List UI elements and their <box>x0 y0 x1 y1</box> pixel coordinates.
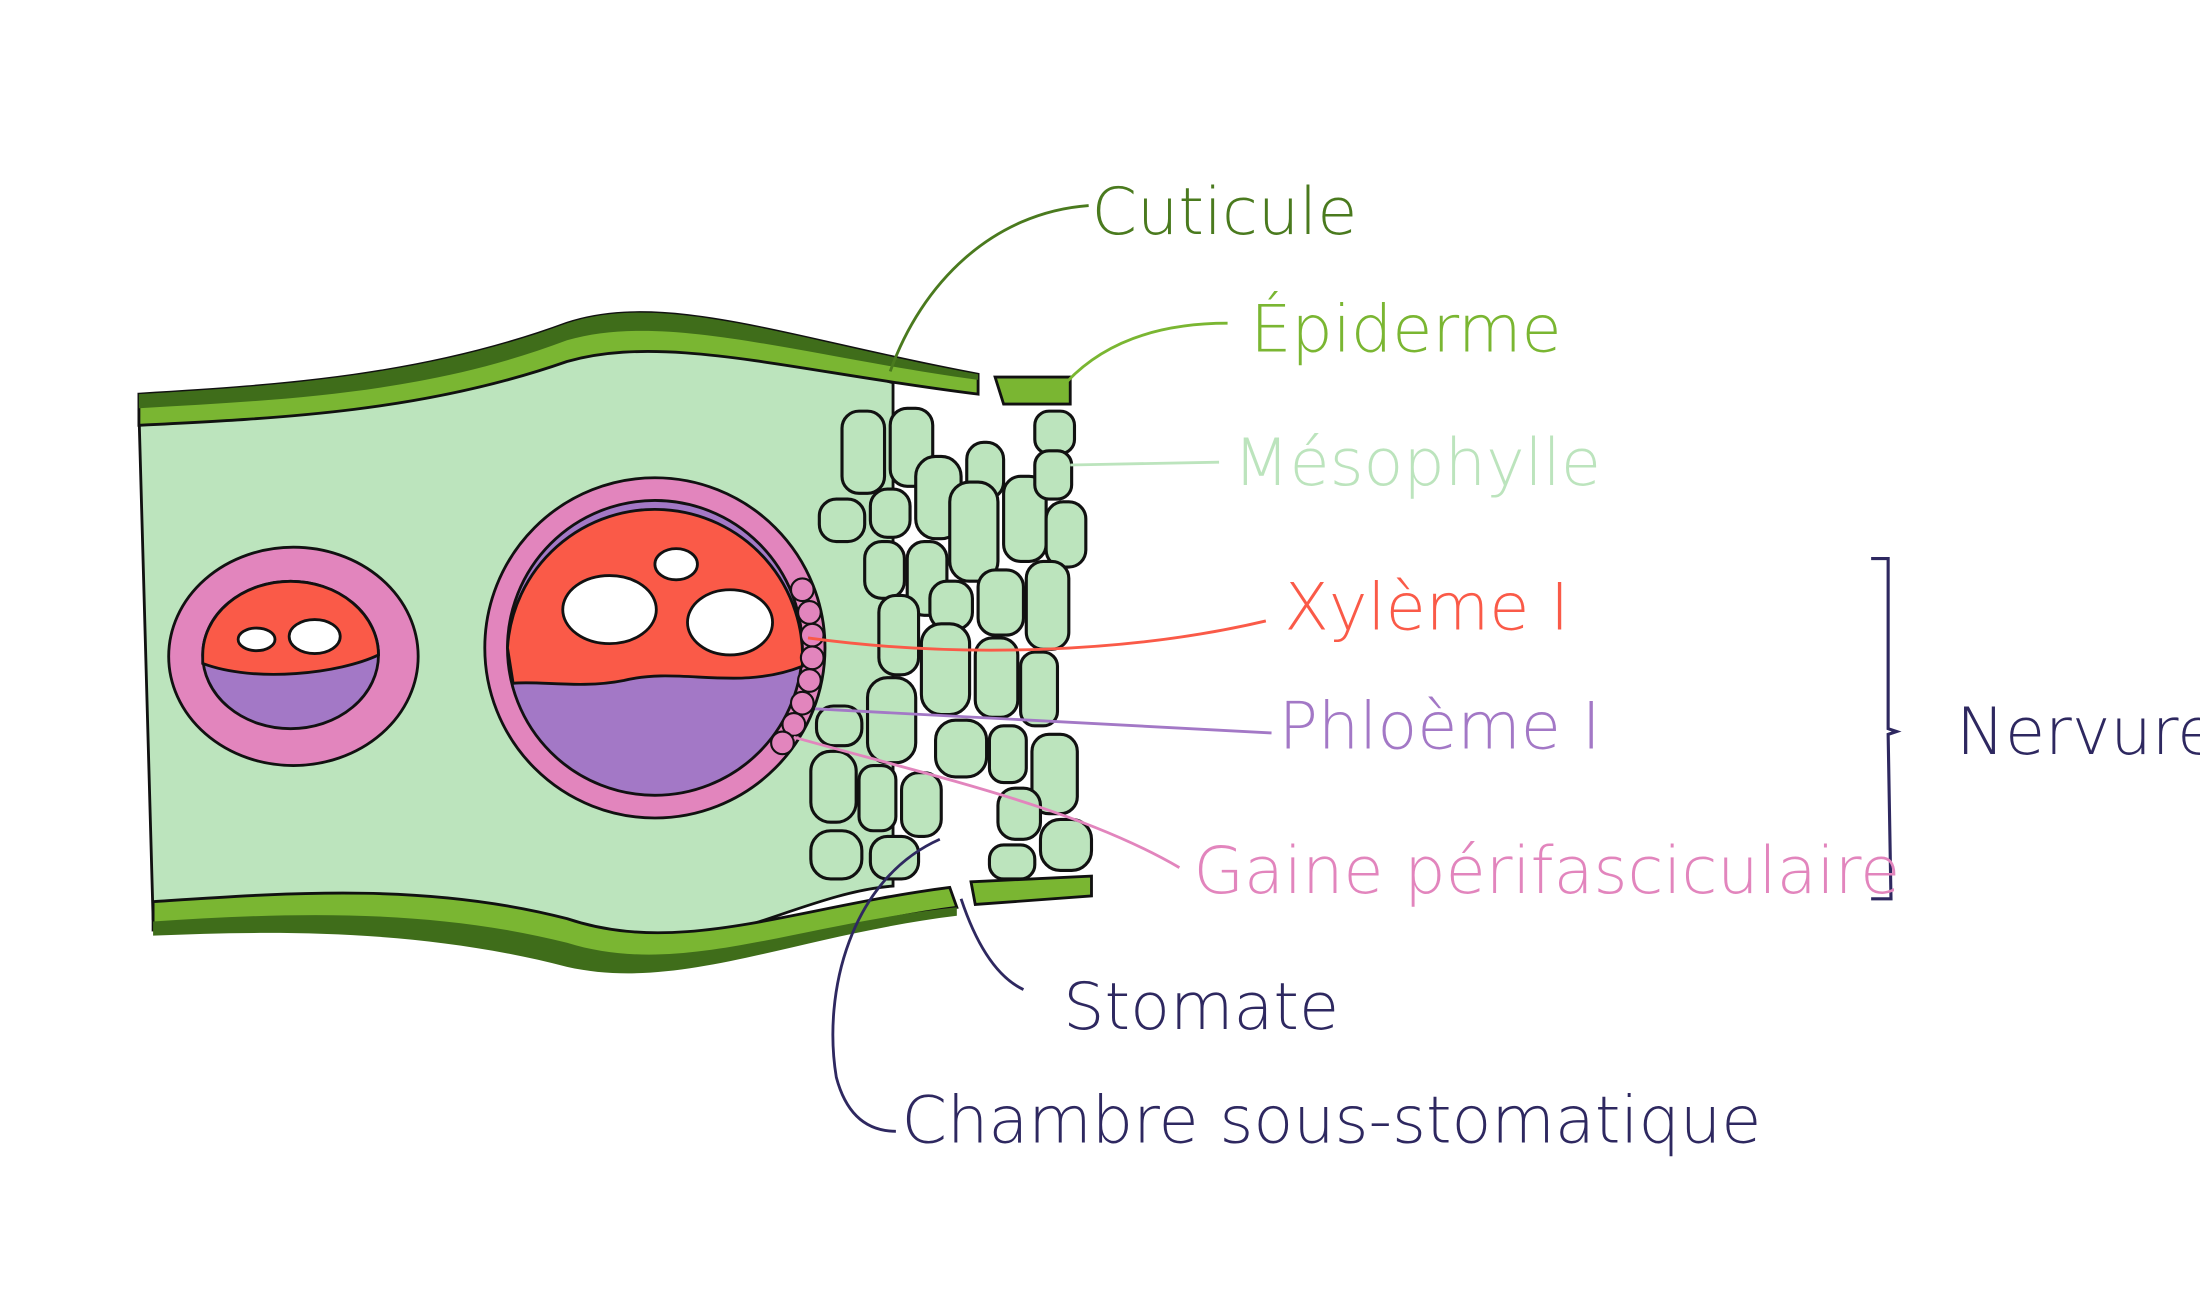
label-xyleme: Xylème I <box>1284 569 1569 645</box>
upper-cuticle <box>138 312 979 409</box>
label-stomate: Stomate <box>1063 969 1339 1045</box>
label-phloeme: Phloème I <box>1279 689 1601 765</box>
mesophyll-cells <box>809 406 1094 881</box>
large-vascular-bundle <box>483 476 827 820</box>
label-epiderme: Épiderme <box>1250 290 1561 368</box>
small-vascular-bundle <box>167 545 420 767</box>
label-chambre-sous-stomatique: Chambre sous-stomatique <box>902 1083 1762 1159</box>
label-mesophylle: Mésophylle <box>1233 425 1601 501</box>
label-cuticule: Cuticule <box>1091 174 1357 250</box>
upper-epidermis-right <box>993 375 1072 406</box>
lower-cuticle <box>153 907 957 974</box>
leader-lines <box>793 204 1902 1133</box>
label-gaine-perifasciculaire: Gaine périfasciculaire <box>1194 833 1901 909</box>
label-nervure: Nervure <box>1956 694 2200 770</box>
lower-epidermis-right <box>969 874 1093 906</box>
